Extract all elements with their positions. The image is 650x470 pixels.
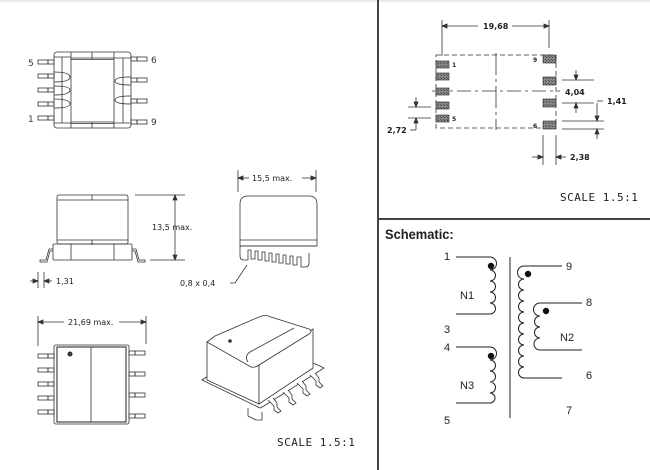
schematic-pin-9: 9 <box>566 261 572 273</box>
side-view-height-dim: 13,5 max. <box>152 223 192 232</box>
schematic-pin-6: 6 <box>586 370 592 382</box>
schematic-pin-5: 5 <box>444 415 450 427</box>
footprint-pad-height-dim: 1,41 <box>607 97 627 106</box>
top-view-pin-9: 9 <box>151 118 157 128</box>
top-edge <box>0 0 650 3</box>
top-view-pin-1: 1 <box>28 115 34 125</box>
footprint-pad-width-dim: 2,38 <box>570 153 590 162</box>
winding-label-n1: N1 <box>460 290 474 302</box>
footprint-pad-gap-dim: 2,72 <box>387 126 407 135</box>
schematic-title: Schematic: <box>385 226 454 242</box>
footprint-pads <box>435 54 557 130</box>
winding-label-n3: N3 <box>460 380 474 392</box>
schematic-pin-7: 7 <box>566 405 572 417</box>
pad-label-1: 1 <box>452 62 456 69</box>
side-view-package <box>30 193 185 288</box>
schematic-diagram <box>456 256 582 418</box>
top-view-package <box>37 51 148 129</box>
pad-label-6: 6 <box>533 123 537 130</box>
end-view-package <box>230 170 318 284</box>
end-view-lead-size-dim: 0,8 x 0,4 <box>180 279 215 288</box>
schematic-pin-4: 4 <box>444 342 450 354</box>
isometric-view-package <box>201 315 325 421</box>
bottom-view-package <box>36 316 148 425</box>
top-view-pin-6: 6 <box>151 56 157 66</box>
footprint-width-dim: 19,68 <box>483 22 509 31</box>
footprint-scale: SCALE 1.5:1 <box>560 191 638 204</box>
iso-view-scale: SCALE 1.5:1 <box>277 436 355 449</box>
footprint-pitch-dim: 4,04 <box>565 88 585 97</box>
footprint-outline <box>408 20 604 165</box>
schematic-pin-3: 3 <box>444 324 450 336</box>
schematic-pin-1: 1 <box>444 251 450 263</box>
schematic-pin-8: 8 <box>586 297 592 309</box>
horizontal-divider <box>378 218 650 220</box>
vertical-divider <box>377 0 379 470</box>
winding-label-n2: N2 <box>560 332 574 344</box>
pad-label-5: 5 <box>452 116 456 123</box>
top-view-pin-5: 5 <box>28 59 34 69</box>
bottom-view-length-dim: 21,69 max. <box>68 318 113 327</box>
pad-label-9: 9 <box>533 57 537 64</box>
end-view-width-dim: 15,5 max. <box>252 174 292 183</box>
side-view-lead-dim: 1,31 <box>56 277 74 286</box>
polarity-dots <box>487 262 550 360</box>
